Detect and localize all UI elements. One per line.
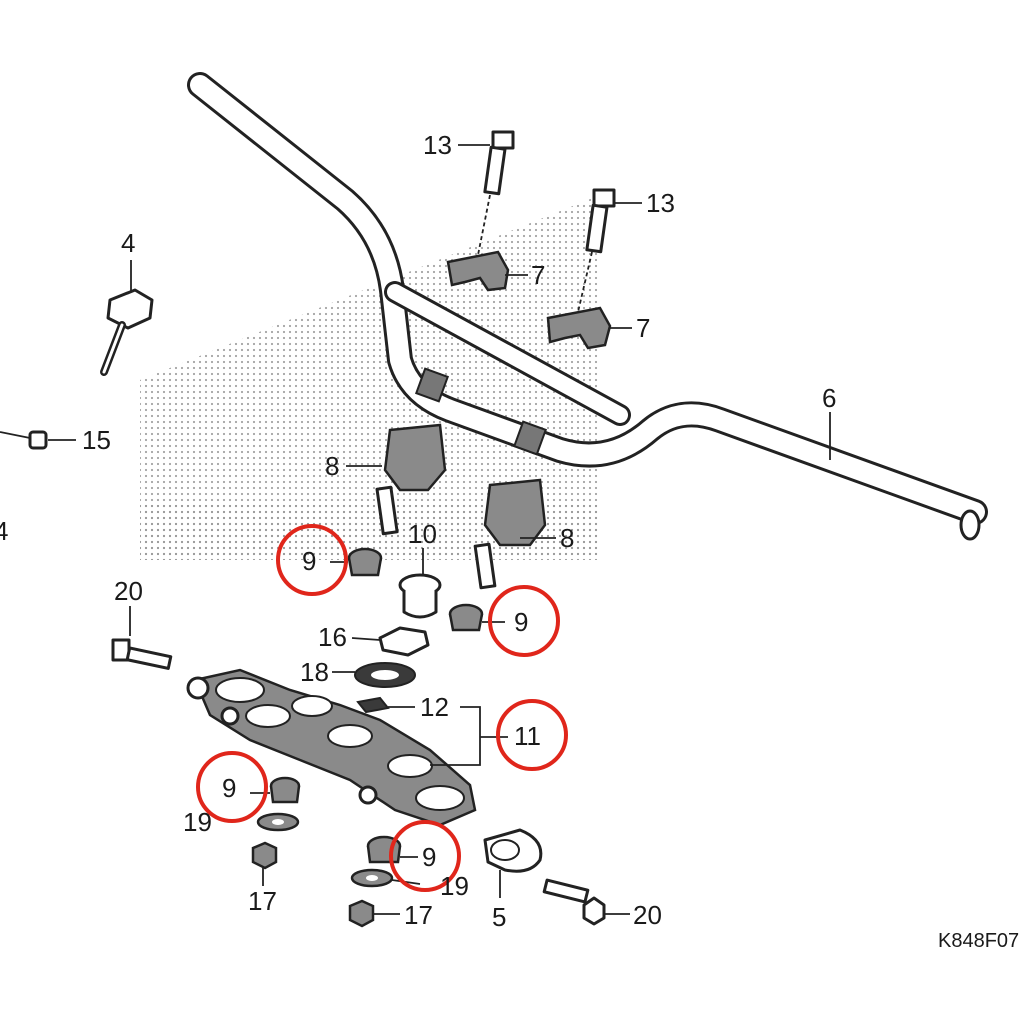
collar-icon	[398, 573, 442, 619]
riser-icon	[473, 478, 547, 590]
highlight-circle-11	[496, 699, 568, 771]
nut-icon	[251, 841, 278, 870]
highlight-circles	[196, 524, 568, 892]
callout-13: 13	[646, 188, 675, 218]
callout-17: 17	[404, 900, 433, 930]
bolt-icon	[542, 878, 606, 926]
handlebar	[187, 72, 988, 541]
callout-20: 20	[633, 900, 662, 930]
callout-19: 19	[183, 807, 212, 837]
callout-18: 18	[300, 657, 329, 687]
callout-7: 7	[531, 260, 545, 290]
washer-icon	[256, 812, 300, 832]
nut-icon	[378, 626, 430, 657]
callout-9: 9	[302, 546, 316, 576]
callout-15: 15	[82, 425, 111, 455]
highlight-circle-9d	[389, 820, 461, 892]
nut-icon	[348, 899, 375, 928]
callout-4: 4	[121, 228, 135, 258]
bushing-icon	[269, 776, 301, 804]
bolt-icon	[483, 130, 515, 196]
callout-11: 11	[514, 721, 541, 751]
callout-8: 8	[325, 451, 339, 481]
bushing-icon	[347, 547, 383, 577]
highlight-circle-9b	[488, 585, 560, 657]
callout-8: 8	[560, 523, 574, 553]
callout-labels: 4 4 15 13 13 7 7 6 8 8 10 9 9 9 9 16 18 …	[0, 130, 836, 932]
callout-9: 9	[514, 607, 528, 637]
bolt-icon	[111, 638, 173, 670]
top-bridge-icon	[186, 668, 477, 827]
callout-19: 19	[440, 871, 469, 901]
highlight-circle-9c	[196, 751, 268, 823]
callout-20: 20	[114, 576, 143, 606]
upper-clamp-icon	[446, 194, 510, 292]
bushing-icon	[448, 603, 484, 632]
callout-10: 10	[408, 519, 437, 549]
plate-icon	[356, 696, 390, 714]
callout-12: 12	[420, 692, 449, 722]
callout-13: 13	[423, 130, 452, 160]
bolt-icon	[585, 188, 616, 254]
lower-clamp-icon	[483, 828, 543, 873]
drawing-code: K848F07	[938, 930, 1019, 952]
callout-9: 9	[422, 842, 436, 872]
callout-17: 17	[248, 886, 277, 916]
callout-9: 9	[222, 773, 236, 803]
callout-4-edge: 4	[0, 516, 8, 546]
riser-icon	[375, 423, 447, 536]
washer-icon	[350, 868, 394, 888]
callout-7: 7	[636, 313, 650, 343]
callout-6: 6	[822, 383, 836, 413]
callout-16: 16	[318, 622, 347, 652]
screw-icon	[0, 430, 48, 450]
highlight-circle-9a	[276, 524, 348, 596]
washer-icon	[354, 662, 416, 688]
upper-clamp-icon	[546, 251, 612, 350]
key-icon	[100, 288, 154, 376]
callout-5: 5	[492, 902, 506, 932]
